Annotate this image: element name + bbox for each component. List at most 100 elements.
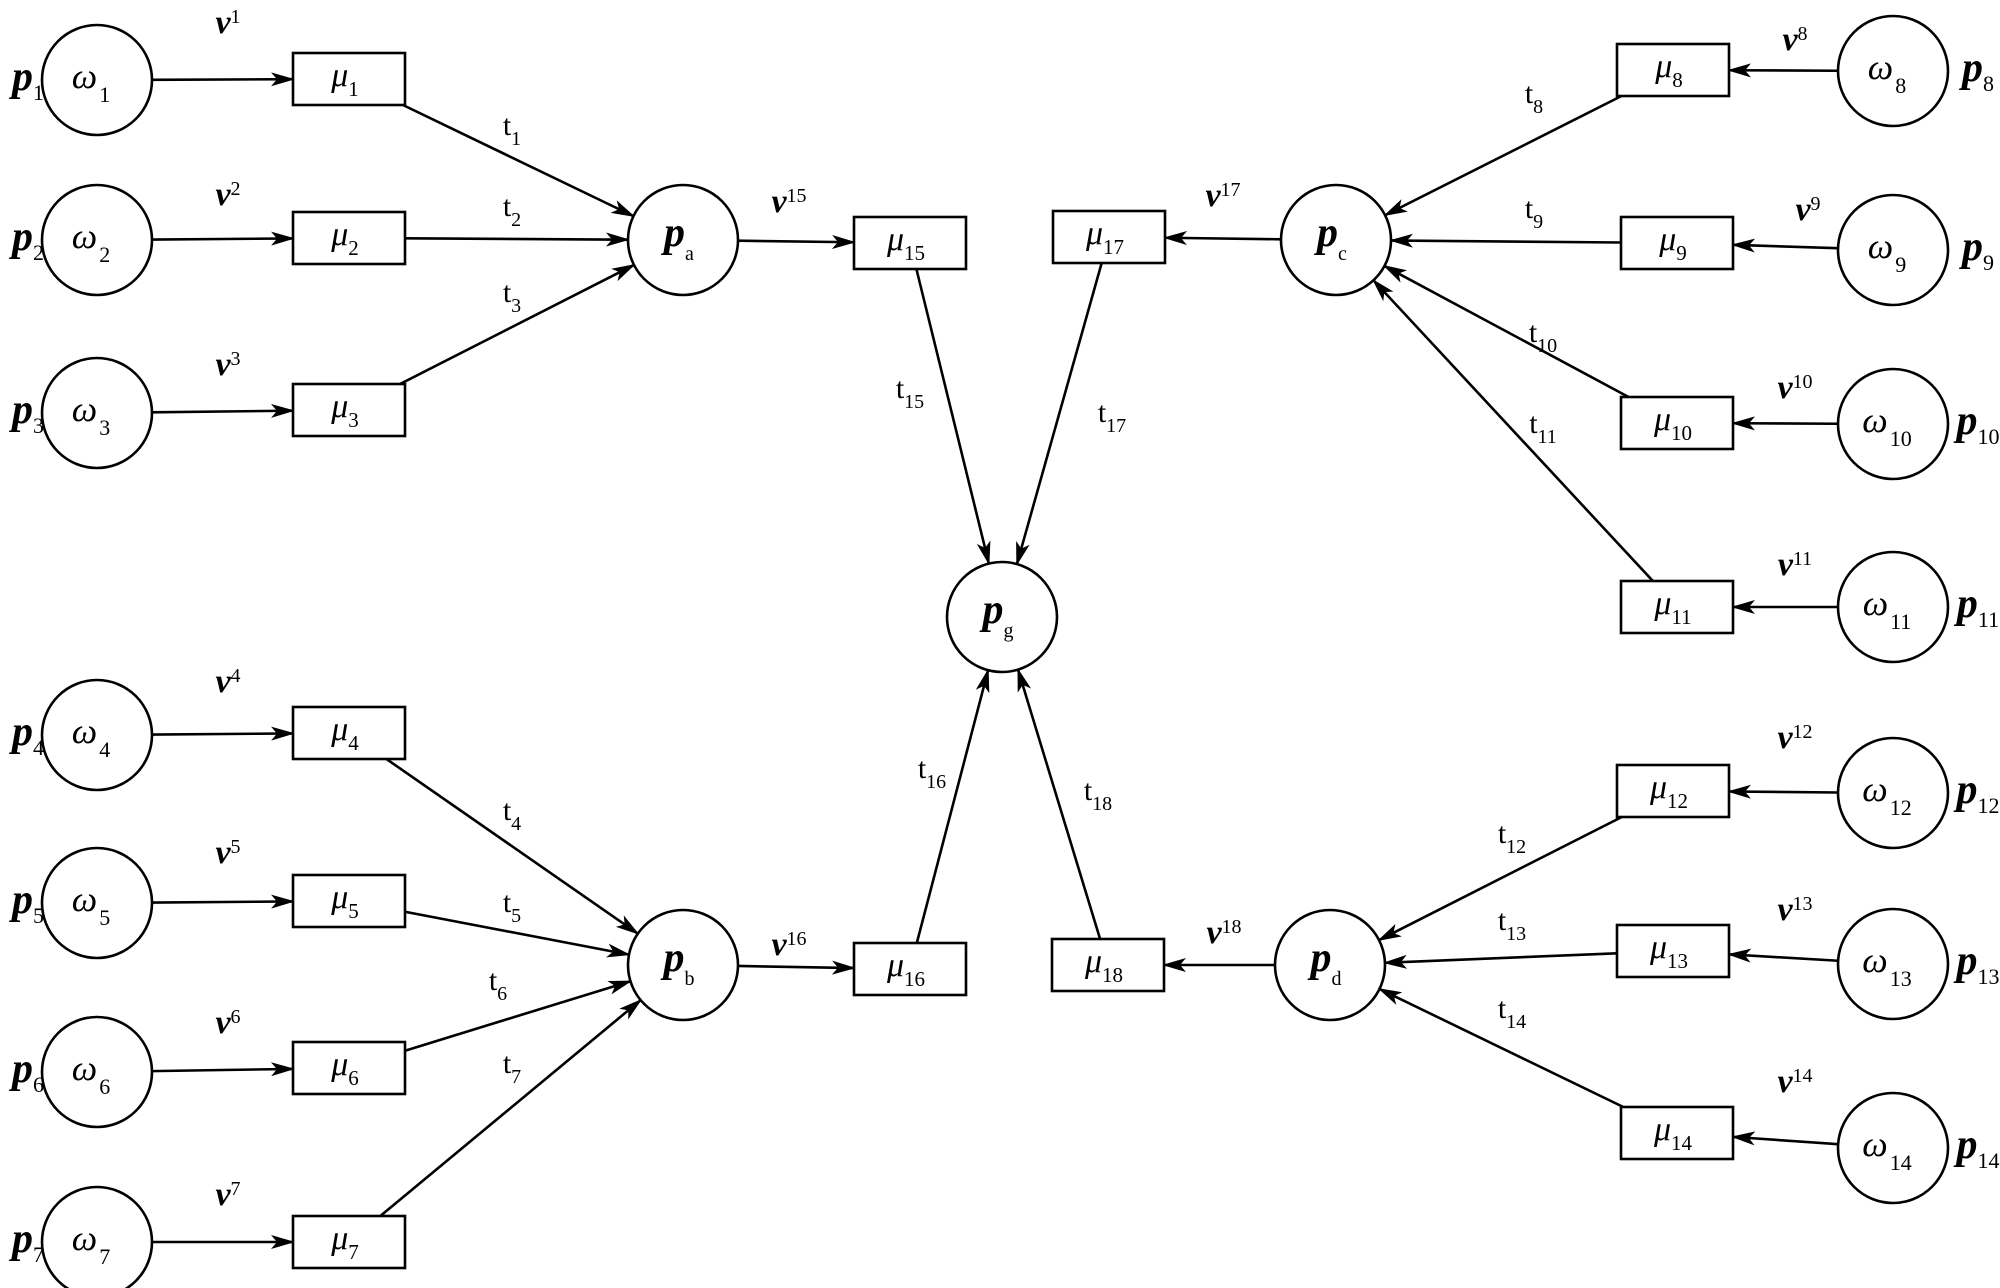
arrow-m11-pc <box>1372 278 1654 582</box>
box-label-mu12: μ12 <box>1649 769 1688 813</box>
box-label-mu17: μ17 <box>1085 215 1124 259</box>
box-label-mu16: μ16 <box>886 947 925 991</box>
edge-m10-to-pc <box>1382 264 1630 399</box>
edge-w5-to-m5 <box>151 894 295 909</box>
box-node-m2 <box>291 210 407 266</box>
arrow-m18-pg <box>1016 667 1102 940</box>
box-node-m13 <box>1615 923 1731 979</box>
box-node-m10 <box>1619 395 1735 451</box>
edge-label-v2: ν2 <box>215 176 240 213</box>
box-rect <box>1615 763 1731 819</box>
box-node-m9 <box>1619 215 1735 271</box>
box-rect <box>291 382 407 438</box>
edge-label-v18: v18 <box>1206 914 1241 951</box>
outer-label-p3: p3 <box>9 387 44 438</box>
arrow-m15-pg <box>915 268 991 566</box>
box-label-mu6: μ6 <box>330 1046 359 1090</box>
edge-label-v4: ν4 <box>215 663 240 700</box>
outer-label-p9: p9 <box>1959 224 1994 275</box>
box-label-mu4: μ4 <box>330 711 359 755</box>
source-node-w10 <box>1836 367 1950 481</box>
box-label-mu10: μ10 <box>1653 401 1692 445</box>
outer-label-p6: p6 <box>9 1046 44 1097</box>
arrow-w9-m9 <box>1731 238 1839 253</box>
source-label-omega2: ω2 <box>72 216 110 267</box>
outer-label-p10: p10 <box>1954 398 2000 449</box>
arrow-m3-pa <box>399 263 636 386</box>
edge-m9-to-pc <box>1388 233 1622 248</box>
edge-label-v17: v17 <box>1205 177 1240 214</box>
box-rect <box>291 210 407 266</box>
edge-m5-to-pb <box>404 910 631 958</box>
edge-w1-to-m1 <box>151 72 295 87</box>
outer-label-p1: p1 <box>9 54 44 105</box>
source-label-omega8: ω8 <box>1868 47 1906 98</box>
arrow-w5-m5 <box>151 894 295 909</box>
nodes-layer <box>40 14 1950 1288</box>
edge-m16-to-pg <box>915 668 990 944</box>
outer-label-p11: p11 <box>1954 581 1999 632</box>
edge-label-v1: ν1 <box>215 4 240 41</box>
arrow-m10-pc <box>1382 264 1630 399</box>
place-circle <box>626 908 740 1022</box>
source-node-w14 <box>1836 1091 1950 1205</box>
arrow-m5-pb <box>404 910 631 958</box>
source-node-w5 <box>40 846 154 960</box>
source-node-w1 <box>40 23 154 137</box>
edge-label-t10: t10 <box>1529 316 1557 357</box>
edge-label-t5: t5 <box>503 886 521 927</box>
arrow-w2-m2 <box>151 231 295 246</box>
edge-label-t8: t8 <box>1525 77 1543 118</box>
box-rect <box>291 51 407 107</box>
arrow-m2-pa <box>404 232 631 247</box>
edge-m13-to-pd <box>1382 951 1618 969</box>
arrow-w14-m14 <box>1731 1131 1839 1146</box>
box-node-m17 <box>1051 209 1167 265</box>
source-circle <box>40 846 154 960</box>
edge-pa-to-m15 <box>737 234 856 249</box>
arrow-pb-m16 <box>737 960 856 975</box>
outer-label-p2: p2 <box>9 214 44 265</box>
edge-label-t12: t12 <box>1498 817 1526 858</box>
place-circle <box>1279 183 1393 297</box>
edge-w14-to-m14 <box>1731 1131 1839 1146</box>
arrow-w12-m12 <box>1727 784 1839 799</box>
source-label-omega3: ω3 <box>72 389 110 440</box>
source-node-w4 <box>40 678 154 792</box>
source-node-w11 <box>1836 550 1950 664</box>
source-node-w7 <box>40 1185 154 1288</box>
edges-layer <box>151 63 1839 1249</box>
place-label-pd: pd <box>1308 935 1342 990</box>
box-node-m14 <box>1619 1105 1735 1161</box>
box-node-m5 <box>291 873 407 929</box>
source-label-omega12: ω12 <box>1862 769 1911 820</box>
edge-m11-to-pc <box>1372 278 1654 582</box>
outer-label-p4: p4 <box>9 709 44 760</box>
source-label-omega1: ω1 <box>72 56 110 107</box>
edge-label-v16: v16 <box>771 926 806 963</box>
source-node-w13 <box>1836 907 1950 1021</box>
arrow-m17-pg <box>1015 262 1103 566</box>
source-label-omega10: ω10 <box>1862 400 1911 451</box>
place-node-pd <box>1273 908 1387 1022</box>
arrow-m9-pc <box>1388 233 1622 248</box>
arrow-pc-m17 <box>1163 231 1282 246</box>
box-rect <box>852 215 968 271</box>
box-label-mu1: μ1 <box>330 57 359 101</box>
source-circle <box>1836 907 1950 1021</box>
edge-label-t9: t9 <box>1525 192 1543 233</box>
box-node-m1 <box>291 51 407 107</box>
box-rect <box>1619 579 1735 635</box>
arrow-w13-m13 <box>1727 948 1839 963</box>
box-label-mu18: μ18 <box>1084 943 1123 987</box>
source-circle <box>1836 14 1950 128</box>
edge-m15-to-pg <box>915 268 991 566</box>
edge-m2-to-pa <box>404 232 631 247</box>
box-rect <box>291 705 407 761</box>
outer-label-p13: p13 <box>1954 938 2000 989</box>
edge-pc-to-m17 <box>1163 231 1282 246</box>
edge-label-t6: t6 <box>489 964 507 1005</box>
box-label-mu13: μ13 <box>1649 929 1688 973</box>
source-node-w6 <box>40 1015 154 1129</box>
box-label-mu15: μ15 <box>886 221 925 265</box>
